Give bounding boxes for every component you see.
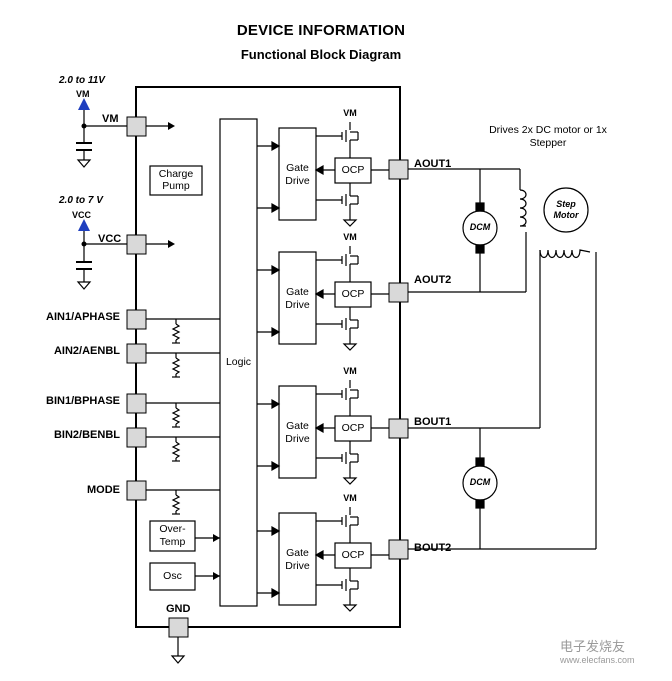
dcm-b-label: DCM (469, 477, 491, 487)
vcc-supply-label: VCC (72, 210, 92, 220)
ocp-label-b2: OCP (341, 549, 365, 561)
pin-aout2: AOUT2 (414, 274, 452, 286)
watermark-text: 电子发烧友 (560, 639, 626, 654)
pin-vm: VM (102, 113, 119, 125)
gate-drive-a1 (278, 127, 317, 221)
pin-mode: MODE (87, 484, 120, 496)
pin-vcc: VCC (98, 233, 122, 245)
gate-drive-label-b2: Gate Drive (285, 547, 310, 572)
ocp-label-a2: OCP (341, 288, 365, 300)
pin-ain2: AIN2/AENBL (53, 345, 120, 357)
ocp-label-a1: OCP (341, 164, 365, 176)
pin-ain1: AIN1/APHASE (46, 311, 120, 323)
diagram-subtitle: Functional Block Diagram (240, 47, 402, 62)
fet-vm-label-b2: VM (343, 493, 357, 503)
fet-vm-label-b1: VM (343, 366, 357, 376)
gate-drive-label-a1: Gate Drive (285, 162, 310, 187)
gate-drive-label-a2: Gate Drive (285, 286, 310, 311)
pin-bout1: BOUT1 (414, 416, 452, 428)
fet-vm-label-a1: VM (343, 108, 357, 118)
logic-block: Logic (225, 356, 252, 368)
pin-bout2: BOUT2 (414, 542, 452, 554)
pin-bin1: BIN1/BPHASE (46, 395, 120, 407)
pin-bin2: BIN2/BENBL (53, 429, 120, 441)
vm-voltage-range: 2.0 to 11V (59, 75, 105, 86)
gate-drive-b2 (278, 512, 317, 606)
ocp-label-b1: OCP (341, 422, 365, 434)
page-title: DEVICE INFORMATION (236, 22, 406, 39)
gate-drive-label-b1: Gate Drive (285, 420, 310, 445)
vcc-voltage-range: 2.0 to 7 V (59, 195, 103, 206)
charge-pump-block: Charge Pump (158, 168, 194, 192)
over-temp-block: Over-Temp (159, 523, 186, 548)
step-motor-label: Step Motor (553, 199, 579, 220)
fet-vm-label-a2: VM (343, 232, 357, 242)
loads-caption: Drives 2x DC motor or 1x Stepper (489, 124, 607, 149)
osc-block: Osc (163, 570, 182, 582)
pin-gnd: GND (166, 603, 191, 615)
gate-drive-a2 (278, 251, 317, 345)
vm-supply-label: VM (76, 89, 90, 99)
gate-drive-b1 (278, 385, 317, 479)
pin-aout1: AOUT1 (414, 158, 452, 170)
dcm-a-label: DCM (469, 222, 491, 232)
watermark-url: www.elecfans.com (560, 655, 635, 665)
